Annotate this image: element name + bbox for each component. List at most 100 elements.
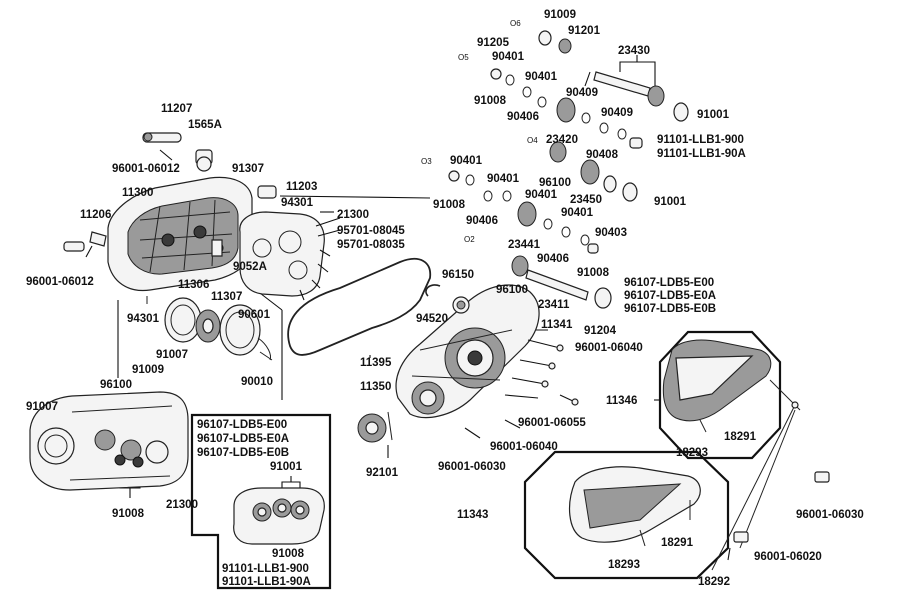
label-11346: 11346 — [606, 395, 637, 407]
belt-cover-11343 — [569, 466, 701, 547]
label-96001-06012: 96001-06012 — [26, 276, 94, 288]
label-o2: O2 — [464, 235, 475, 244]
label-96100: 96100 — [496, 284, 528, 296]
label-18293: 18293 — [608, 559, 640, 571]
label-9052a: 9052A — [233, 261, 267, 273]
label-96001-06030: 96001-06030 — [796, 509, 864, 521]
label-21300: 21300 — [337, 209, 369, 221]
gear-stack — [448, 30, 689, 309]
label-96100: 96100 — [100, 379, 132, 391]
label-95701-08035: 95701-08035 — [337, 239, 405, 251]
label-96001-06040: 96001-06040 — [490, 441, 558, 453]
label-90401: 90401 — [525, 189, 558, 201]
label-96150: 96150 — [442, 269, 474, 281]
label-o4: O4 — [527, 136, 538, 145]
label-91101-llb1-90a: 91101-LLB1-90A — [222, 576, 311, 588]
label-11206: 11206 — [80, 209, 111, 221]
bracket-23430 — [619, 55, 656, 88]
label-91101-llb1-900: 91101-LLB1-900 — [222, 563, 309, 575]
label-18291: 18291 — [724, 431, 757, 443]
label-11350: 11350 — [360, 381, 391, 393]
inset-plate-21300 — [233, 487, 325, 545]
label-90406: 90406 — [466, 215, 498, 227]
label-o3: O3 — [421, 157, 432, 166]
label-90406: 90406 — [507, 111, 539, 123]
label-11203: 11203 — [286, 181, 317, 193]
label-18292: 18292 — [698, 576, 730, 588]
label-96107-ldb5-e0b: 96107-LDB5-E0B — [624, 303, 716, 315]
seal-rings-row — [164, 297, 273, 361]
label-91101-llb1-900: 91101-LLB1-900 — [657, 134, 744, 146]
label-91204: 91204 — [584, 325, 617, 337]
label-92101: 92101 — [366, 467, 399, 479]
label-11207: 11207 — [161, 103, 192, 115]
label-91008: 91008 — [474, 95, 507, 107]
label-23420: 23420 — [546, 134, 578, 146]
label-96107-ldb5-e0b: 96107-LDB5-E0B — [197, 447, 289, 459]
drive-belt-11395 — [287, 257, 432, 356]
label-91307: 91307 — [232, 163, 264, 175]
label-96001-06012: 96001-06012 — [112, 163, 180, 175]
label-11300: 11300 — [122, 187, 153, 199]
label-23411: 23411 — [538, 299, 570, 311]
label-90406: 90406 — [537, 253, 569, 265]
label-91007: 91007 — [156, 349, 188, 361]
label-90401: 90401 — [561, 207, 594, 219]
label-23430: 23430 — [618, 45, 650, 57]
label-o6: O6 — [510, 19, 521, 28]
label-91001: 91001 — [697, 109, 730, 121]
label-96001-06040: 96001-06040 — [575, 342, 643, 354]
callout-frame-11343 — [523, 450, 730, 580]
label-96107-ldb5-e0a: 96107-LDB5-E0A — [197, 433, 289, 445]
cover-bolts — [464, 339, 579, 439]
label-91009: 91009 — [132, 364, 164, 376]
label-91205: 91205 — [477, 37, 510, 49]
label-90401: 90401 — [492, 51, 525, 63]
label-96100: 96100 — [539, 177, 571, 189]
callout-frame-11346 — [658, 330, 782, 460]
label-96107-ldb5-e0a: 96107-LDB5-E0A — [624, 290, 716, 302]
label-90010: 90010 — [241, 376, 273, 388]
transmission-cover-11341 — [395, 284, 540, 419]
left-crankcase-11300 — [107, 176, 277, 292]
cover-21300-upper — [239, 211, 341, 301]
label-91008: 91008 — [577, 267, 610, 279]
label-11307: 11307 — [211, 291, 242, 303]
label-11343: 11343 — [457, 509, 488, 521]
case-bottom-view — [29, 391, 189, 491]
label-18293: 18293 — [676, 447, 708, 459]
label-91201: 91201 — [568, 25, 601, 37]
label-90401: 90401 — [487, 173, 520, 185]
label-96107-ldb5-e00: 96107-LDB5-E00 — [624, 277, 714, 289]
label-96001-06055: 96001-06055 — [518, 417, 586, 429]
label-94301: 94301 — [127, 313, 160, 325]
label-11395: 11395 — [360, 357, 392, 369]
label-90601: 90601 — [238, 309, 271, 321]
label-91001: 91001 — [270, 461, 303, 473]
drive-plate-11350 — [357, 411, 393, 443]
inset-frame-21300 — [190, 413, 332, 590]
label-94520: 94520 — [416, 313, 448, 325]
label-96107-ldb5-e00: 96107-LDB5-E00 — [197, 419, 287, 431]
label-91008: 91008 — [433, 199, 466, 211]
label-23441: 23441 — [508, 239, 541, 251]
label-90401: 90401 — [450, 155, 483, 167]
label-94301: 94301 — [281, 197, 314, 209]
label-23450: 23450 — [570, 194, 602, 206]
label-90409: 90409 — [566, 87, 598, 99]
label-18291: 18291 — [661, 537, 694, 549]
label-o5: O5 — [458, 53, 469, 62]
label-91008: 91008 — [272, 548, 305, 560]
label-90408: 90408 — [586, 149, 619, 161]
label-96001-06020: 96001-06020 — [754, 551, 822, 563]
label-96001-06030: 96001-06030 — [438, 461, 506, 473]
label-95701-08045: 95701-08045 — [337, 225, 405, 237]
label-90401: 90401 — [525, 71, 558, 83]
label-11341: 11341 — [541, 319, 573, 331]
label-91007: 91007 — [26, 401, 58, 413]
bearing-96150 — [425, 284, 470, 314]
part-labels: 91009 O6 91205 91201 90401 O5 23430 9040… — [26, 9, 864, 588]
label-91009: 91009 — [544, 9, 576, 21]
label-21300: 21300 — [166, 499, 198, 511]
